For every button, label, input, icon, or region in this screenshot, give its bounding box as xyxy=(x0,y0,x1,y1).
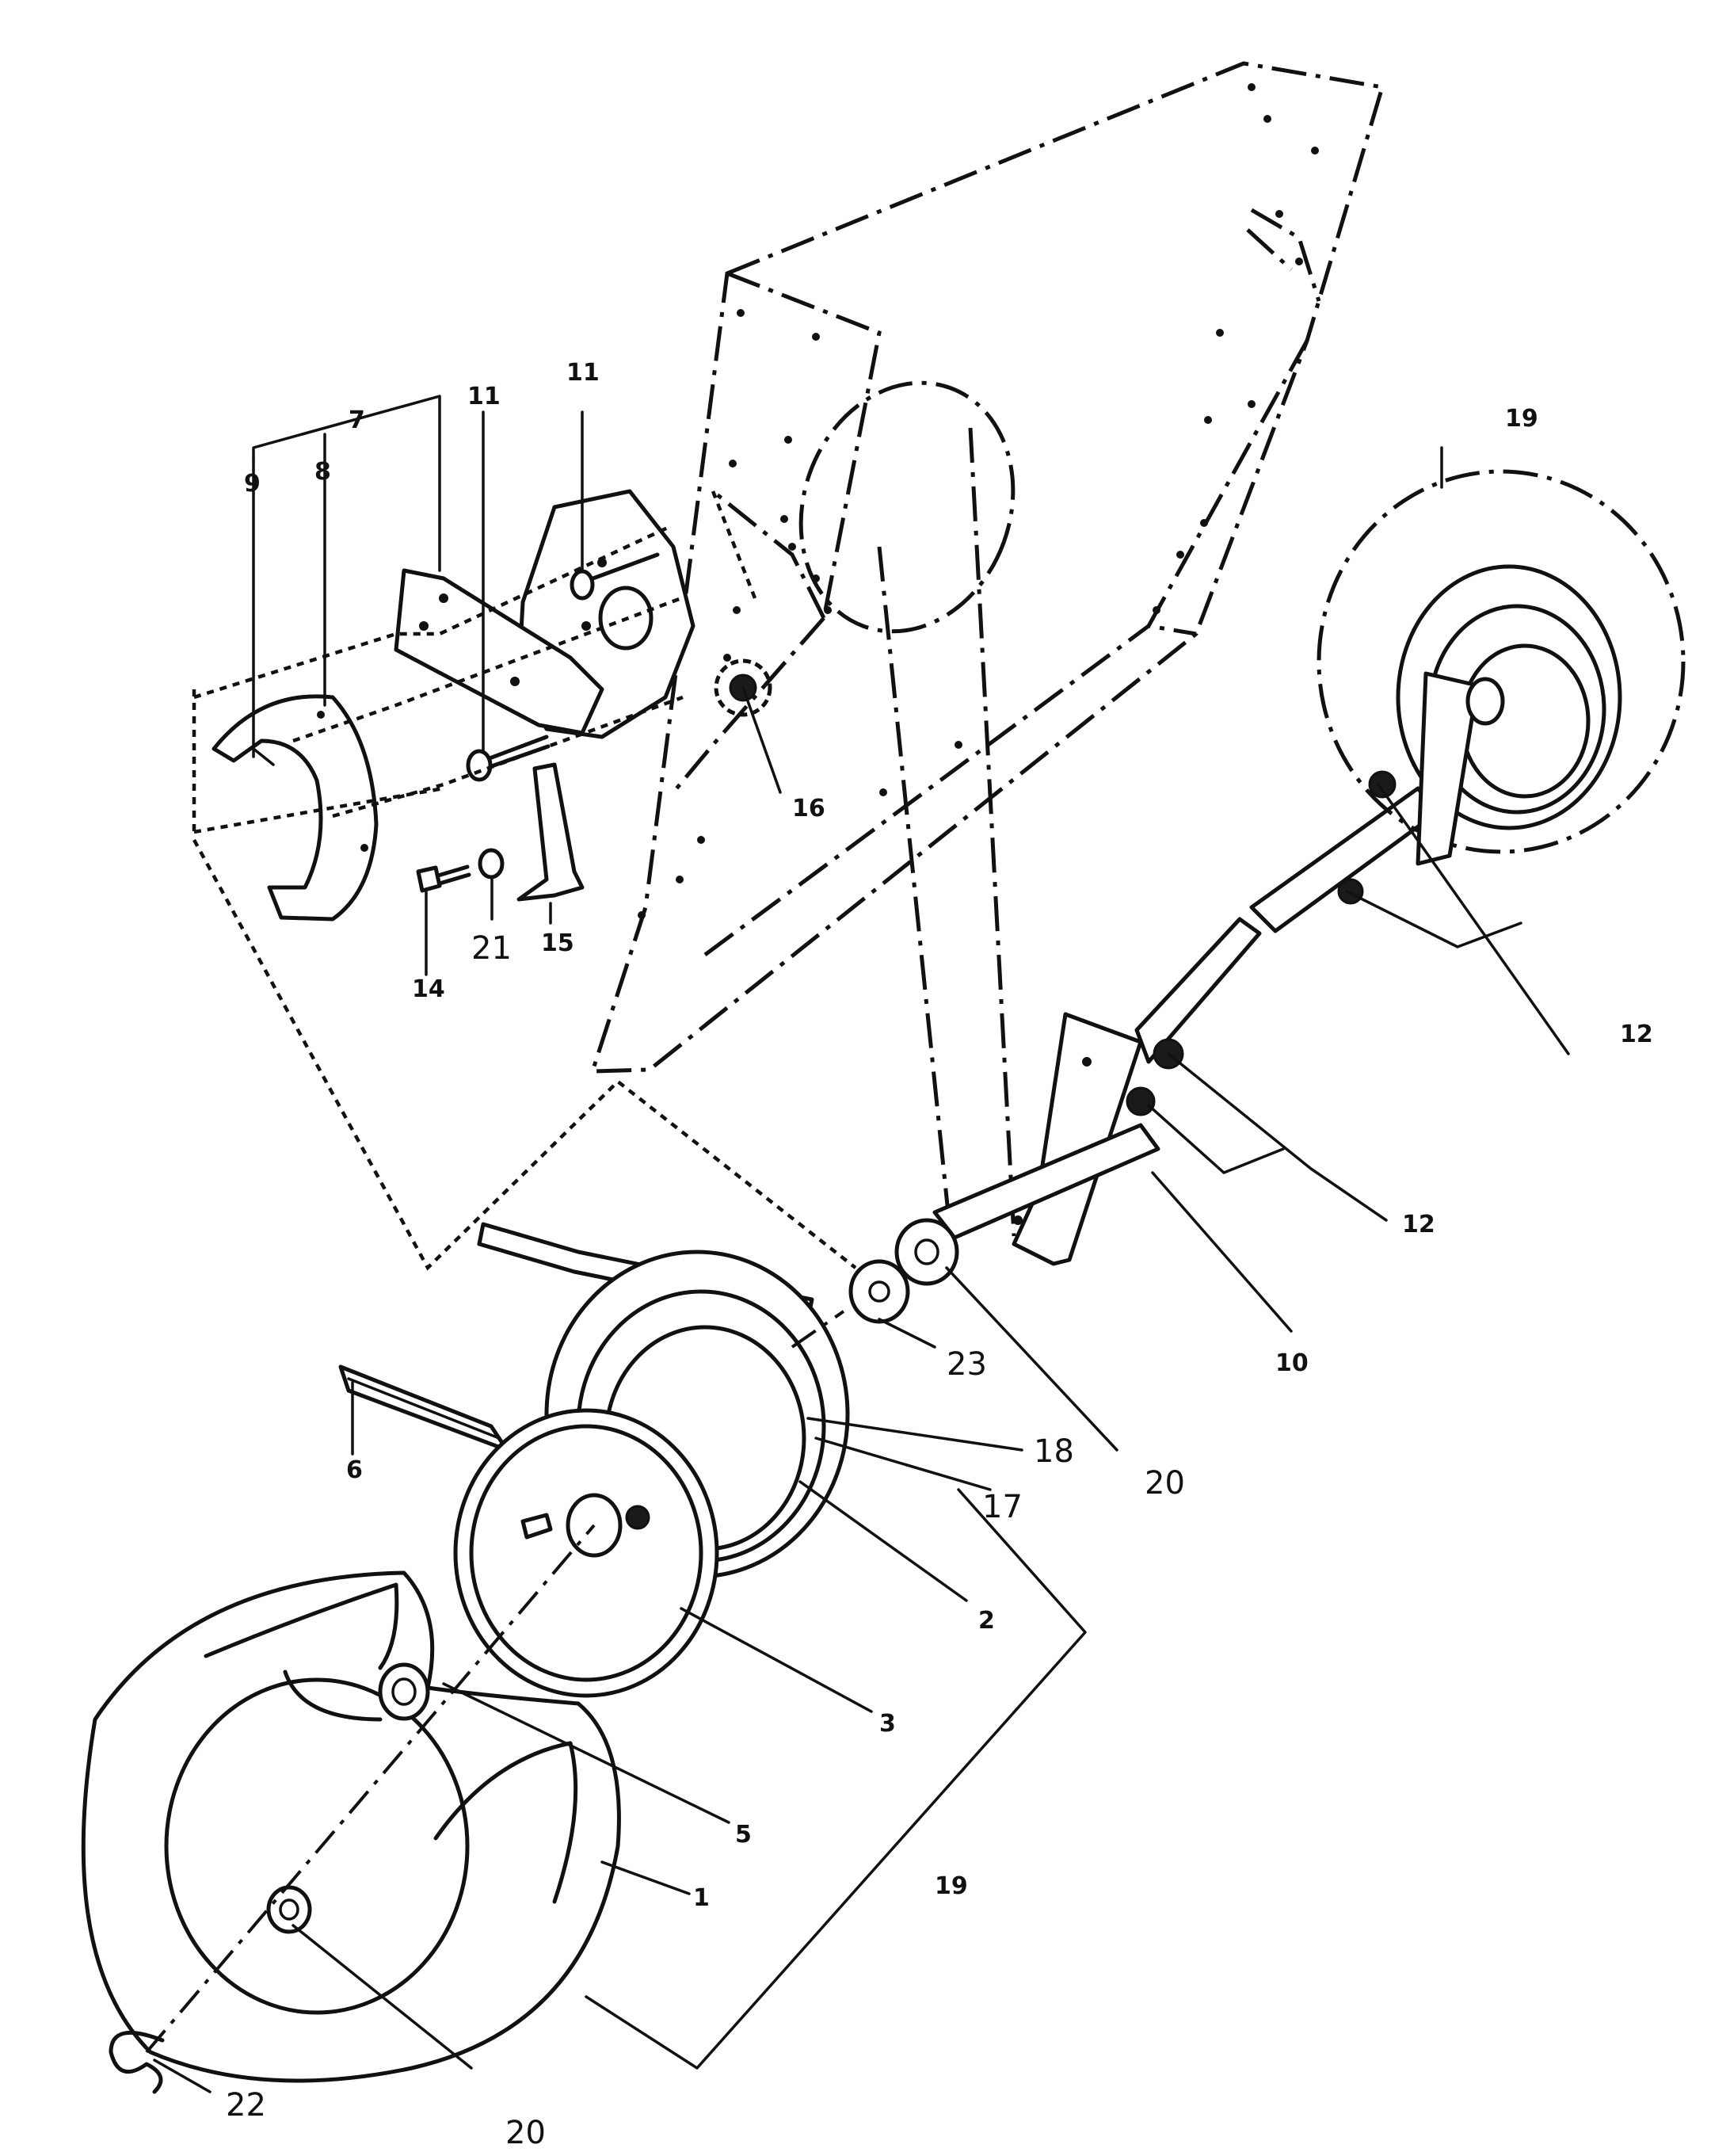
bearing-5 xyxy=(378,1662,430,1721)
label-5: 5 xyxy=(735,1821,752,1849)
label-21: 21 xyxy=(471,930,512,967)
label-20b: 20 xyxy=(505,2115,546,2151)
label-14: 14 xyxy=(412,975,445,1003)
bolt-14 xyxy=(416,864,471,893)
label-1: 1 xyxy=(693,1884,710,1912)
label-12b: 12 xyxy=(1402,1211,1435,1238)
part-labels: 7 9 8 11 11 16 14 21 15 19 12 12 10 23 2… xyxy=(226,359,1653,2151)
label-23: 23 xyxy=(947,1346,987,1383)
nuts-12 xyxy=(1126,770,1397,1116)
label-18: 18 xyxy=(1034,1433,1074,1470)
tire-1 xyxy=(81,1570,621,2083)
chassis-frame-phantom xyxy=(589,61,1385,1237)
label-11a: 11 xyxy=(467,383,501,410)
label-19-top: 19 xyxy=(1505,405,1538,433)
right-wheel-19 xyxy=(1317,469,1686,866)
label-22: 22 xyxy=(226,2087,266,2124)
left-wheel-assembly xyxy=(81,410,1443,2094)
label-20a: 20 xyxy=(1145,1465,1185,1502)
label-16: 16 xyxy=(792,795,825,822)
label-2: 2 xyxy=(978,1607,995,1635)
brake-assembly xyxy=(192,395,857,1271)
label-19-bottom: 19 xyxy=(935,1872,968,1900)
hitch-pin-22 xyxy=(109,2030,165,2094)
label-17: 17 xyxy=(982,1489,1023,1525)
label-7: 7 xyxy=(349,406,365,434)
label-15: 15 xyxy=(541,929,574,957)
bracket-15 xyxy=(516,762,585,902)
spacer-20 xyxy=(894,1218,959,1286)
washer-23 xyxy=(848,1259,910,1324)
label-3: 3 xyxy=(879,1710,896,1738)
frame-holes xyxy=(638,83,1319,919)
washer-21 xyxy=(478,848,505,880)
label-11b: 11 xyxy=(566,359,600,387)
label-9: 9 xyxy=(244,470,261,498)
label-10: 10 xyxy=(1275,1349,1309,1377)
label-12a: 12 xyxy=(1620,1021,1653,1048)
label-6: 6 xyxy=(346,1456,363,1484)
bolt-11-right xyxy=(570,552,660,601)
axle-assembly xyxy=(848,469,1686,1452)
label-8: 8 xyxy=(314,458,331,486)
